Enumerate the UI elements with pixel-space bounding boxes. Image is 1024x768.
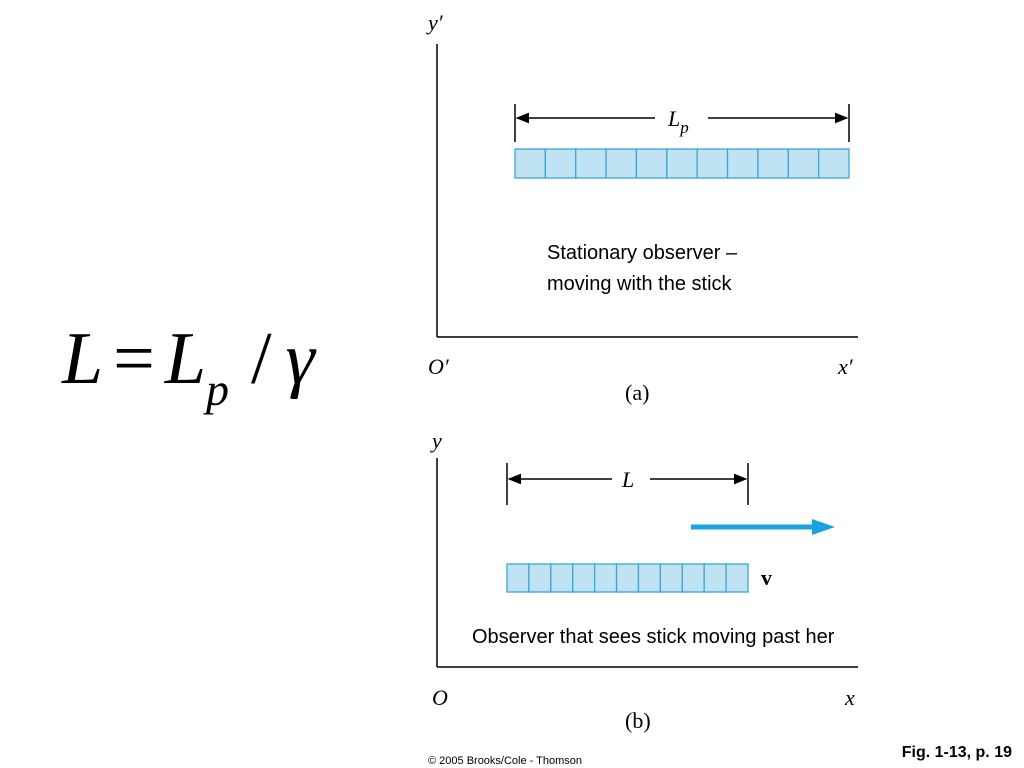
panel-a-stick-segment — [817, 148, 850, 179]
formula-equals: = — [113, 318, 155, 400]
panel-a-length-label: Lp — [667, 106, 689, 137]
length-contraction-formula: L=Lp/γ — [62, 322, 315, 413]
panel-a-caption: (a) — [625, 380, 649, 405]
panel-a-stick-segment — [726, 148, 759, 179]
panel-a-stick — [514, 148, 850, 179]
panel-a-x-label: x′ — [837, 354, 854, 379]
panel-b-stick-segment — [637, 563, 662, 593]
panel-b-stick-segment — [506, 563, 530, 593]
panel-b-stick-segment — [615, 563, 640, 593]
panel-a: y′ O′ x′ Lp Stationary observer – moving… — [426, 10, 858, 405]
figure-reference: Fig. 1-13, p. 19 — [902, 744, 1012, 761]
panel-a-y-label: y′ — [426, 10, 444, 35]
panel-b-stick-segment — [528, 563, 552, 593]
panel-a-length-label-base: L — [667, 106, 680, 131]
panel-a-stick-segment — [635, 148, 668, 179]
panel-a-stick-segment — [605, 148, 638, 179]
panel-a-note-line2: moving with the stick — [547, 273, 733, 295]
panel-b-caption: (b) — [625, 708, 651, 733]
panel-b-stick-segment — [550, 563, 574, 593]
panel-a-stick-segment — [575, 148, 607, 179]
panel-b-stick-segment — [703, 563, 727, 593]
panel-b-y-label: y — [430, 428, 442, 453]
panel-a-stick-segment — [787, 148, 820, 179]
panel-a-stick-segment — [544, 148, 577, 179]
formula-gamma: γ — [285, 318, 315, 400]
panel-b-stick-segment — [593, 563, 618, 593]
panel-a-stick-segment — [666, 148, 698, 179]
panel-a-length-label-sub: p — [679, 118, 689, 137]
panel-a-stick-segment — [696, 148, 729, 179]
panel-a-note-line1: Stationary observer – — [547, 242, 738, 264]
panel-b-length-label: L — [621, 467, 634, 492]
panel-a-stick-segment — [514, 148, 547, 179]
formula-slash: / — [251, 318, 272, 400]
panel-a-stick-segment — [757, 148, 789, 179]
formula-L: L — [62, 318, 104, 400]
panel-b: y O x L v Observer that sees stick movin… — [430, 428, 858, 733]
panel-b-origin-label: O — [432, 685, 448, 710]
panel-b-stick — [506, 563, 749, 593]
panel-b-x-label: x — [844, 685, 855, 710]
formula-Lp: Lp — [164, 318, 229, 413]
velocity-arrow-icon — [691, 519, 835, 535]
panel-b-stick-segment — [659, 563, 683, 593]
copyright-credit: © 2005 Brooks/Cole - Thomson — [428, 755, 582, 767]
panel-b-stick-segment — [572, 563, 596, 593]
panel-b-stick-segment — [725, 563, 749, 593]
formula-Lp-base: L — [164, 318, 207, 400]
panel-a-origin-label: O′ — [428, 354, 450, 379]
velocity-label: v — [761, 565, 772, 590]
panel-b-stick-segment — [681, 563, 705, 593]
panel-b-note: Observer that sees stick moving past her — [472, 626, 835, 648]
formula-Lp-sub: p — [206, 364, 230, 415]
